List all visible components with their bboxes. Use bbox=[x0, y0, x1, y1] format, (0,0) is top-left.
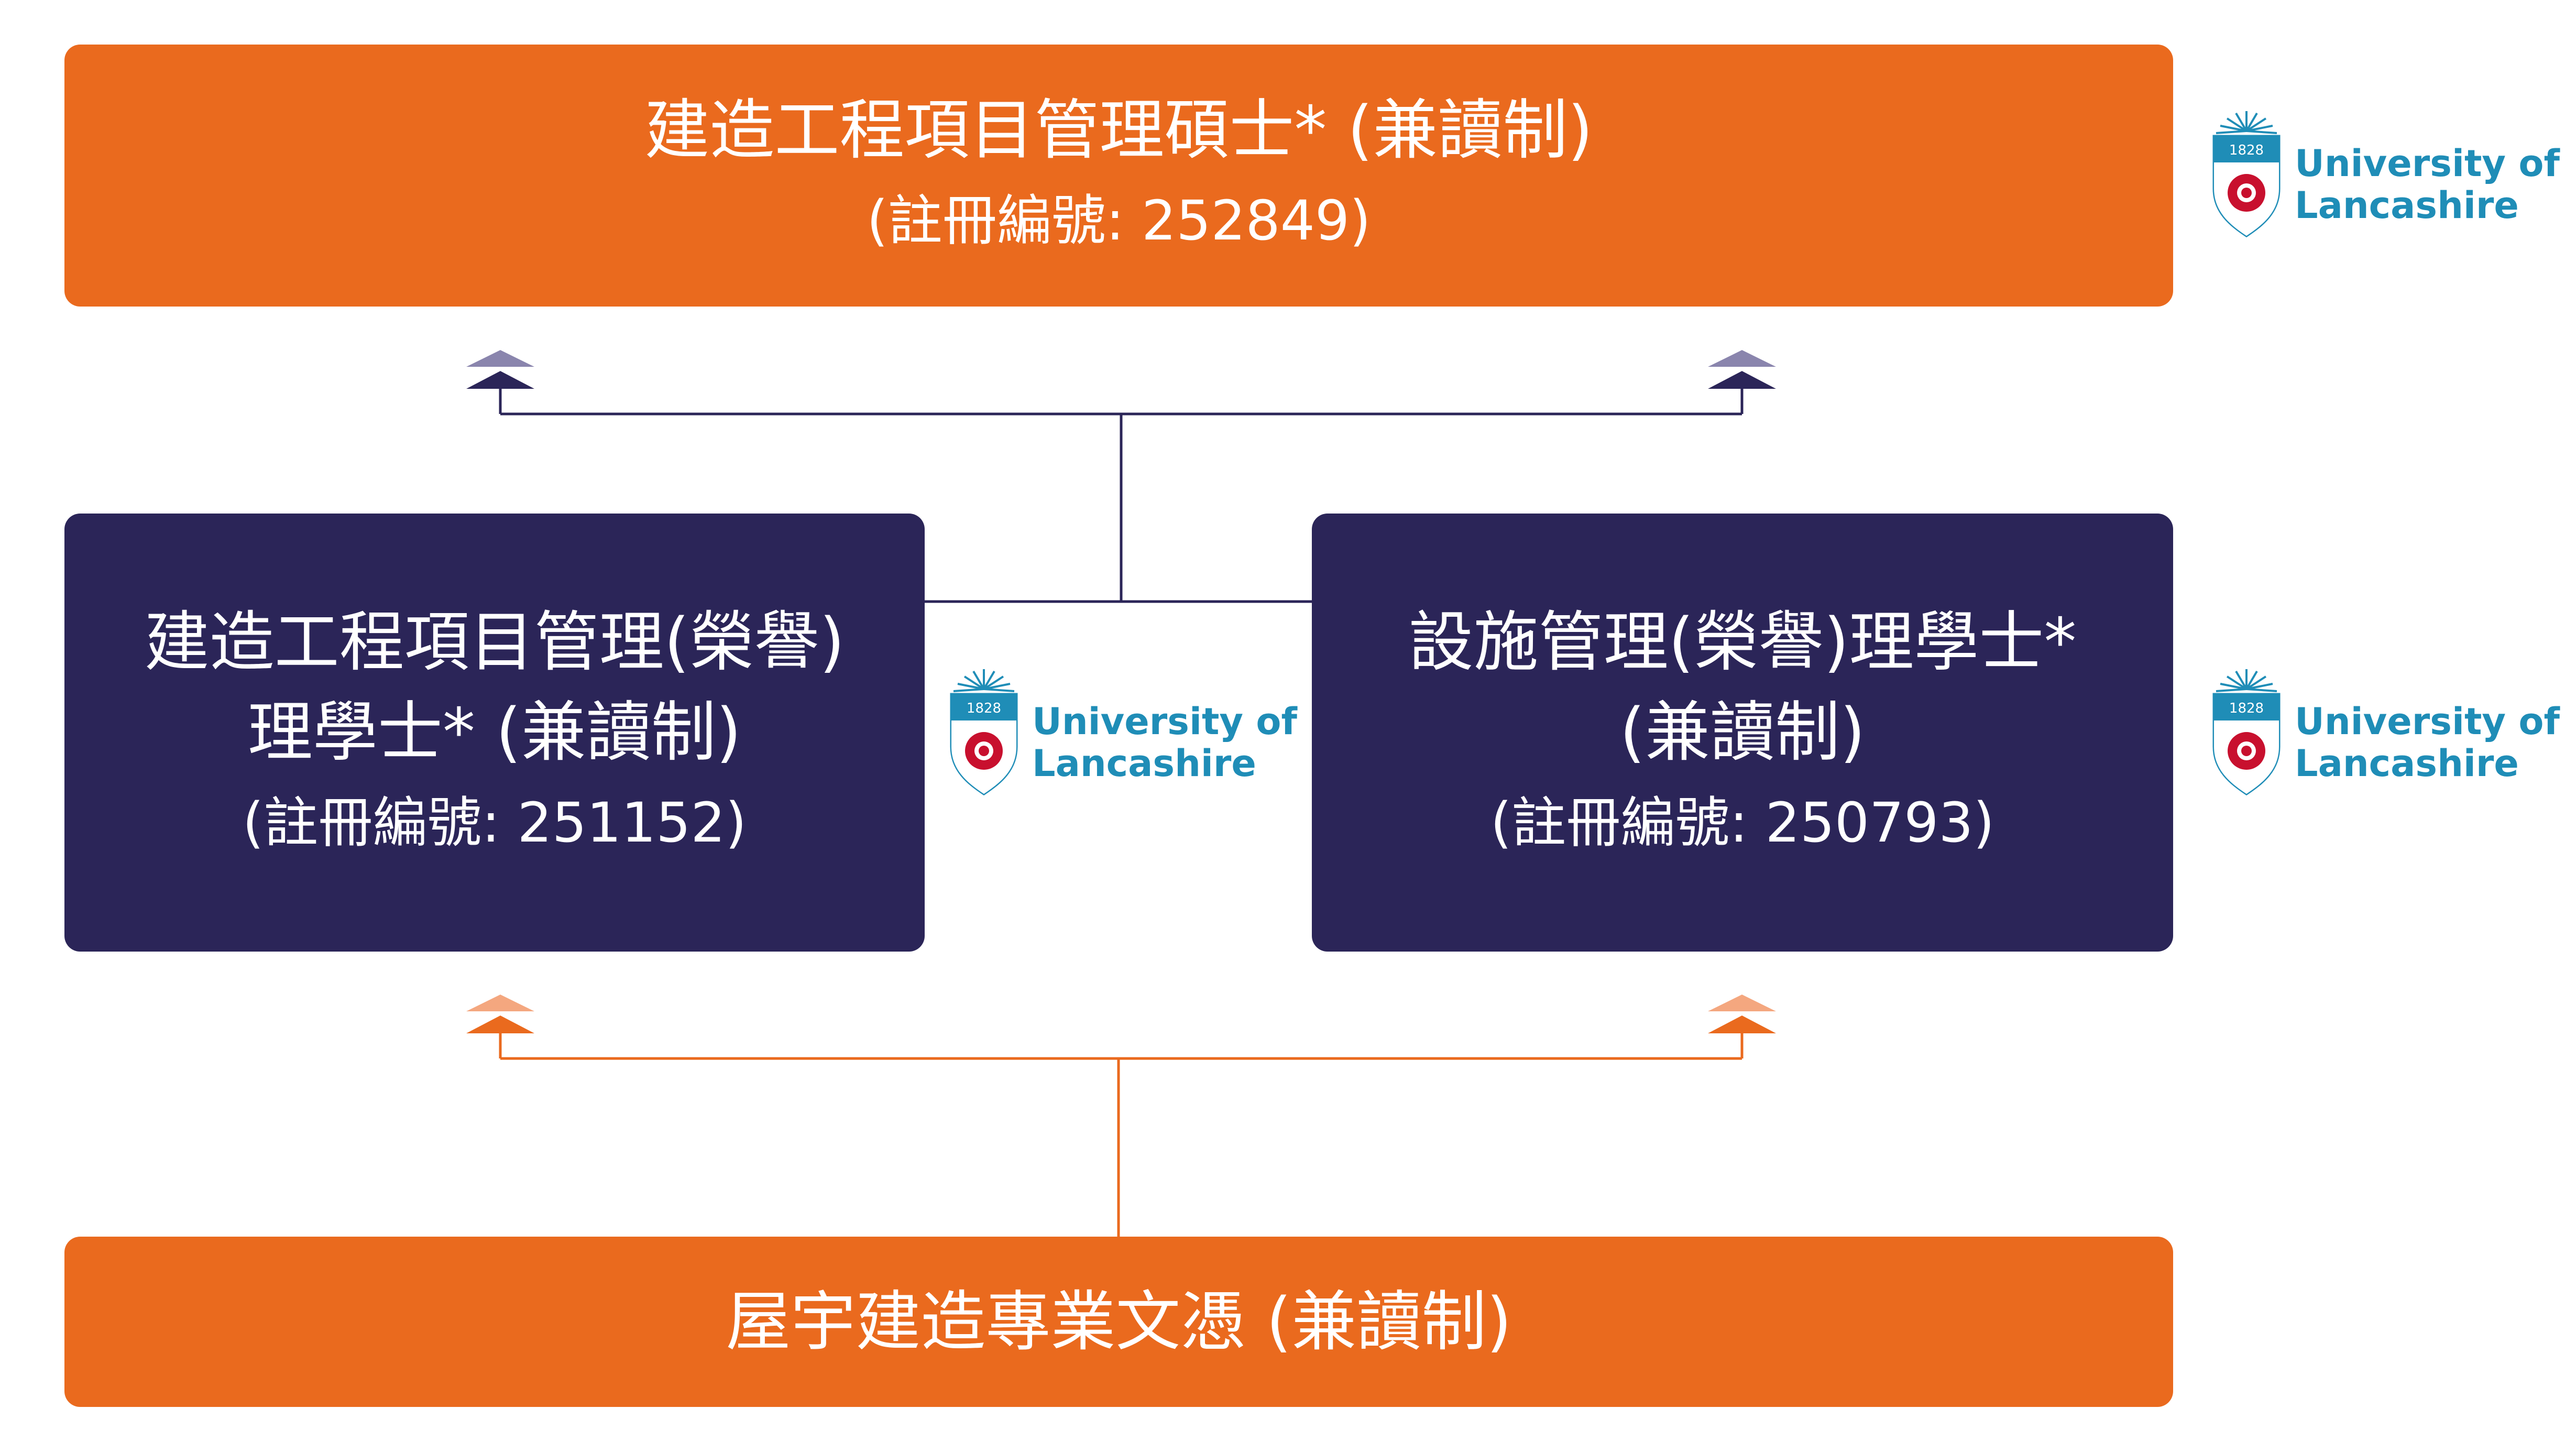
bsc-facilities-management-box: 設施管理(榮譽)理學士* (兼讀制) (註冊編號: 250793) bbox=[1312, 514, 2173, 952]
logo-year: 1828 bbox=[2229, 143, 2264, 158]
logo-year: 1828 bbox=[2229, 701, 2264, 716]
logo-line2: Lancashire bbox=[1032, 742, 1256, 785]
arrow-up-icon bbox=[1708, 995, 1776, 1033]
arrow-up-icon bbox=[466, 995, 534, 1033]
bsc-construction-project-management-box: 建造工程項目管理(榮譽) 理學士* (兼讀制) (註冊編號: 251152) bbox=[64, 514, 925, 952]
upper-connector bbox=[499, 388, 1744, 603]
logo-line2: Lancashire bbox=[2295, 184, 2519, 227]
logo-wordmark: University of Lancashire bbox=[2295, 701, 2560, 784]
university-crest-icon: 1828 bbox=[950, 669, 1018, 796]
master-programme-box: 建造工程項目管理碩士* (兼讀制) (註冊編號: 252849) bbox=[64, 45, 2173, 307]
university-logo: 1828 University of Lancashire bbox=[2210, 110, 2560, 246]
bsc-cepm-title-line2: 理學士* (兼讀制) bbox=[247, 695, 742, 770]
logo-line1: University of bbox=[2295, 700, 2560, 743]
arrow-up-icon bbox=[1708, 350, 1776, 389]
red-rose-icon bbox=[2228, 732, 2265, 770]
master-registration-number: (註冊編號: 252849) bbox=[867, 189, 1371, 253]
arrow-up-icon bbox=[466, 350, 534, 389]
bsc-fm-title-line1: 設施管理(榮譽)理學士* bbox=[1408, 605, 2077, 680]
logo-wordmark: University of Lancashire bbox=[2295, 143, 2560, 226]
university-crest-icon: 1828 bbox=[2212, 111, 2281, 238]
red-rose-icon bbox=[965, 732, 1003, 770]
logo-line2: Lancashire bbox=[2295, 742, 2519, 785]
logo-line1: University of bbox=[1032, 700, 1297, 743]
university-logo: 1828 University of Lancashire bbox=[2210, 668, 2560, 804]
red-rose-icon bbox=[2228, 174, 2265, 212]
logo-year: 1828 bbox=[967, 701, 1001, 716]
lower-connector bbox=[499, 1032, 1744, 1237]
bsc-cepm-registration-number: (註冊編號: 251152) bbox=[242, 791, 747, 855]
master-programme-title: 建造工程項目管理碩士* (兼讀制) bbox=[644, 93, 1593, 168]
diploma-programme-box: 屋宇建造專業文憑 (兼讀制) bbox=[64, 1237, 2173, 1407]
bsc-cepm-title-line1: 建造工程項目管理(榮譽) bbox=[144, 605, 845, 680]
university-crest-icon: 1828 bbox=[2212, 669, 2281, 796]
bsc-fm-registration-number: (註冊編號: 250793) bbox=[1490, 791, 1995, 855]
university-logo: 1828 University of Lancashire bbox=[947, 668, 1297, 804]
logo-line1: University of bbox=[2295, 142, 2560, 185]
logo-wordmark: University of Lancashire bbox=[1032, 701, 1297, 784]
bsc-fm-title-line2: (兼讀制) bbox=[1619, 695, 1866, 770]
diploma-programme-title: 屋宇建造專業文憑 (兼讀制) bbox=[726, 1284, 1512, 1360]
